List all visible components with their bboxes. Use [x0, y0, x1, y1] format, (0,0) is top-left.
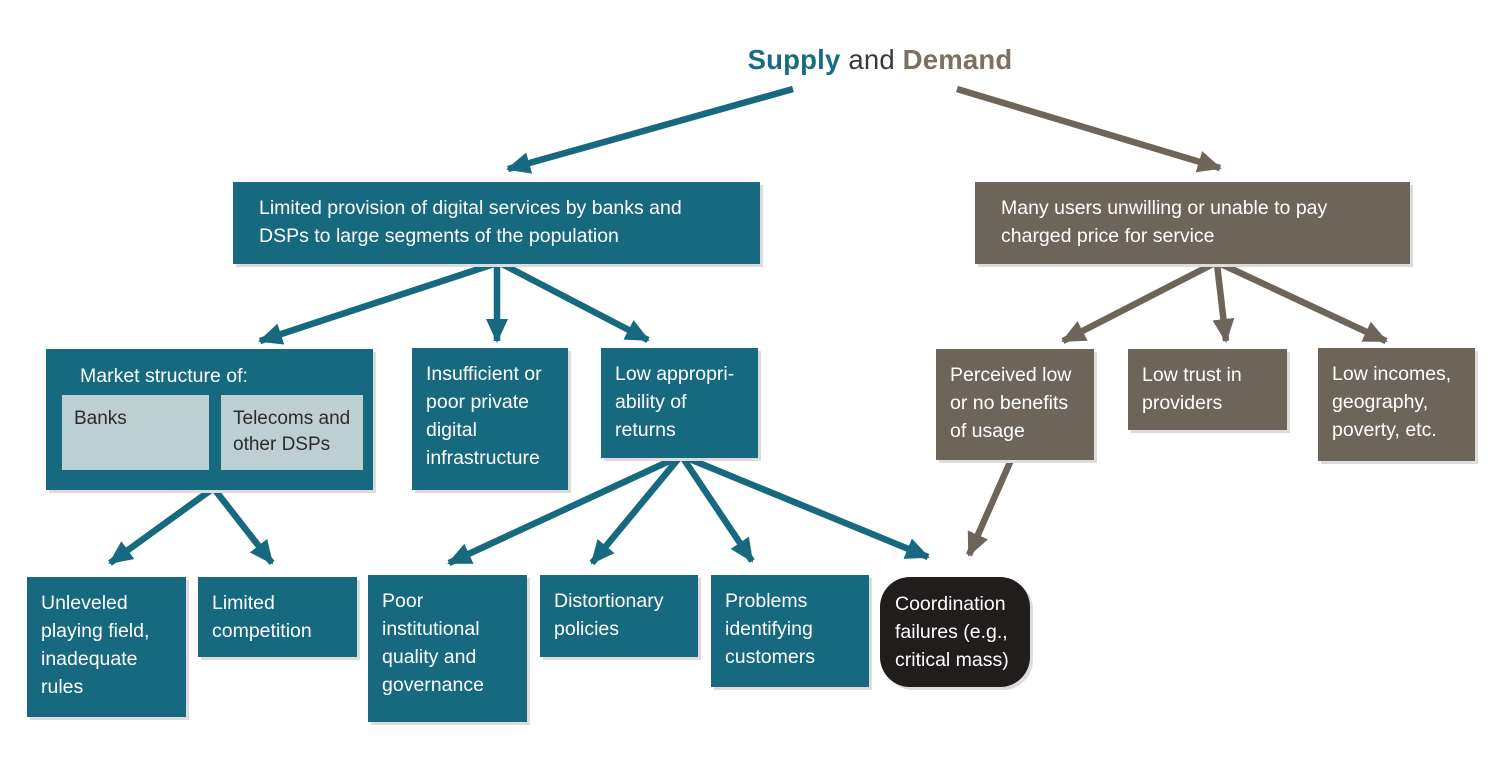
arrow-market-to-competition: [212, 487, 275, 566]
arrow-market-to-unleveled: [108, 487, 213, 566]
node-coordination-failures: Coordination failures (e.g., critical ma…: [880, 577, 1030, 687]
node-limited-competition: Limited competition: [198, 577, 357, 657]
market-structure-label: Market structure of:: [80, 365, 248, 387]
arrow-title-to-supply-root: [506, 85, 794, 174]
node-distortionary-policies: Distortionary policies: [540, 575, 698, 657]
node-market-structure: Market structure of: Banks Telecoms and …: [46, 349, 373, 490]
node-appropriability: Low appropri-ability of returns: [601, 348, 758, 458]
node-telecoms-dsps: Telecoms and other DSPs: [221, 395, 363, 470]
node-unleveled-playing-field: Unleveled playing field, inadequate rule…: [27, 577, 186, 717]
title-demand: Demand: [902, 44, 1013, 75]
arrow-demandroot-to-perceived: [1061, 261, 1215, 344]
title-supply: Supply: [747, 44, 841, 75]
arrow-appropriability-to-institutional: [447, 455, 678, 566]
node-problems-identifying-customers: Problems identifying customers: [711, 575, 869, 687]
arrow-title-to-demand-root: [956, 85, 1222, 173]
arrow-supplyroot-to-market: [258, 260, 496, 345]
arrow-appropriability-to-coordination: [685, 454, 930, 561]
node-infrastructure: Insufficient or poor private digital inf…: [412, 348, 568, 490]
arrow-appropriability-to-identifying: [680, 456, 755, 563]
node-supply-root: Limited provision of digital services by…: [233, 182, 760, 264]
arrow-supplyroot-to-appropriability: [500, 261, 650, 343]
node-low-incomes: Low incomes, geography, poverty, etc.: [1318, 348, 1475, 461]
diagram-title: Supply and Demand: [600, 44, 1160, 76]
arrow-demandroot-to-trust: [1212, 263, 1235, 343]
node-banks: Banks: [62, 395, 209, 470]
node-low-trust: Low trust in providers: [1128, 349, 1287, 430]
node-poor-institutional-quality: Poor institutional quality and governanc…: [368, 575, 527, 722]
node-perceived-benefits: Perceived low or no benefits of usage: [936, 349, 1094, 460]
title-and: and: [840, 44, 903, 75]
arrow-demandroot-to-incomes: [1219, 261, 1388, 344]
arrow-appropriability-to-distortionary: [589, 455, 682, 566]
arrow-perceived-to-coordination: [966, 458, 1014, 557]
node-demand-root: Many users unwilling or unable to pay ch…: [975, 182, 1410, 264]
